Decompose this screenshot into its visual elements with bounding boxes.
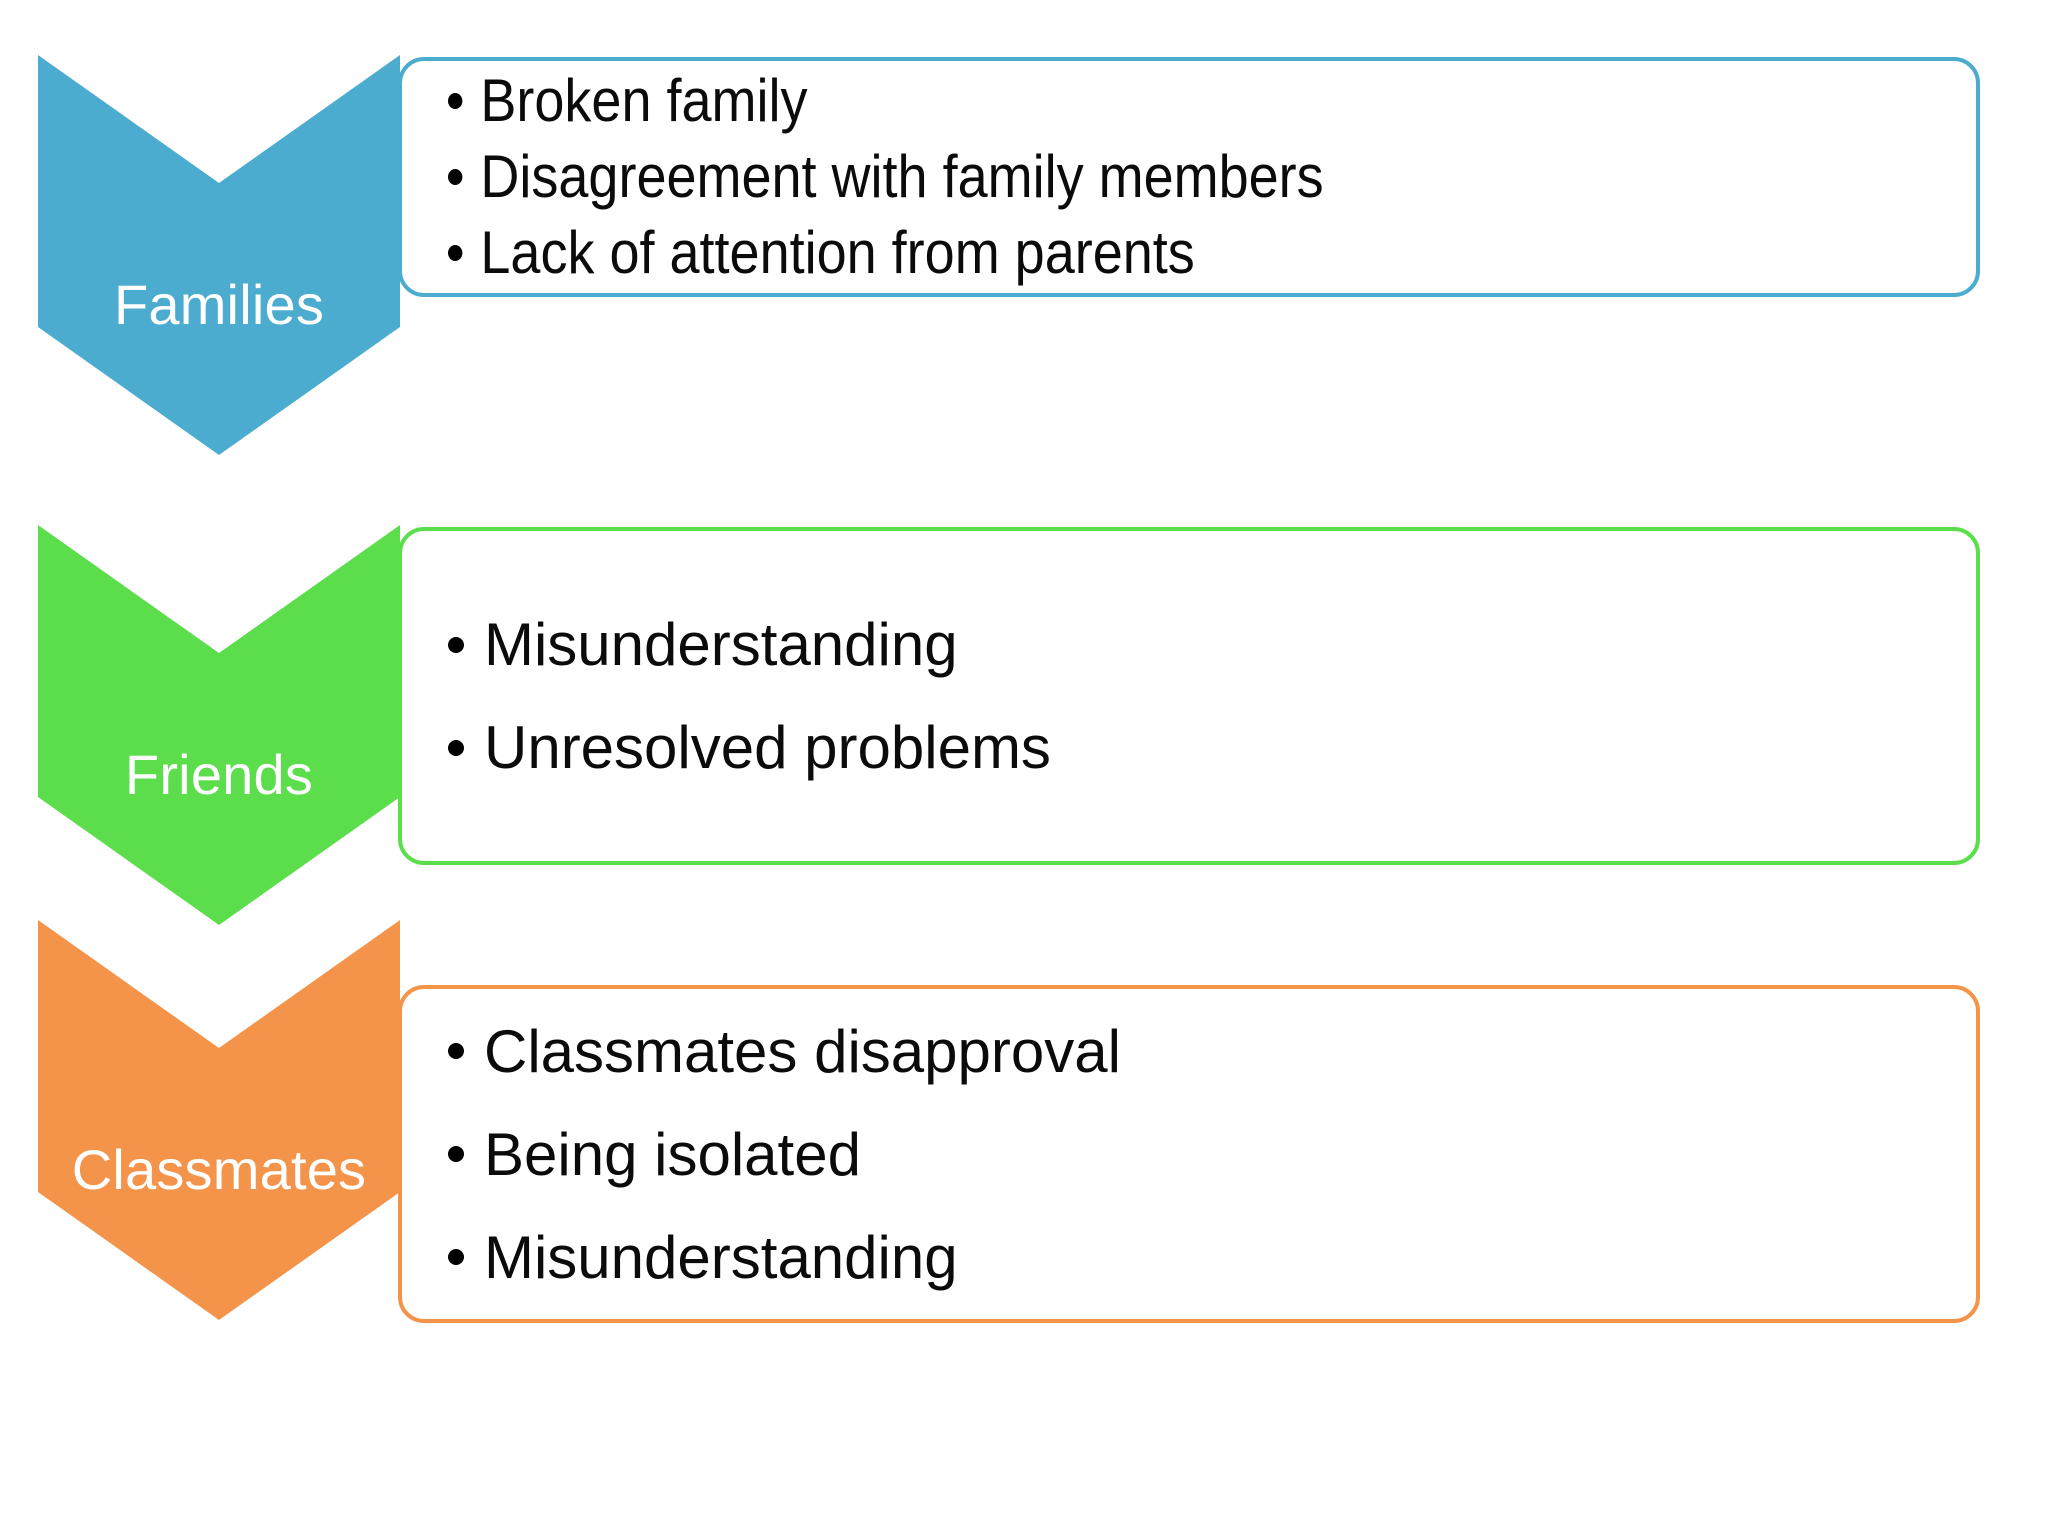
chevron-classmates[interactable]: Classmates — [38, 920, 400, 1320]
list-item-text: Lack of attention from parents — [480, 219, 1195, 286]
list-item-text: Misunderstanding — [484, 1223, 958, 1291]
list-item: Misunderstanding — [448, 593, 1976, 696]
list-item-text: Classmates disapproval — [484, 1017, 1121, 1085]
list-item: Unresolved problems — [448, 696, 1976, 799]
chevron-down-icon-classmates — [38, 920, 400, 1320]
callout-friends: Misunderstanding Unresolved problems — [398, 527, 1980, 865]
chevron-down-icon-friends — [38, 525, 400, 925]
list-item: Disagreement with family members — [448, 139, 1823, 215]
chevron-friends[interactable]: Friends — [38, 525, 400, 925]
list-item: Lack of attention from parents — [448, 215, 1823, 291]
list-item: Broken family — [448, 63, 1823, 139]
list-item-text: Broken family — [480, 67, 808, 134]
chevron-down-icon-families — [38, 55, 400, 455]
list-item-text: Misunderstanding — [484, 611, 958, 678]
list-item: Classmates disapproval — [448, 1000, 1976, 1103]
list-item-text: Disagreement with family members — [480, 143, 1324, 210]
callout-classmates: Classmates disapproval Being isolated Mi… — [398, 985, 1980, 1323]
list-item: Misunderstanding — [448, 1206, 1976, 1309]
bullet-list-classmates: Classmates disapproval Being isolated Mi… — [402, 1000, 1976, 1309]
list-item-text: Being isolated — [484, 1120, 861, 1188]
bullet-list-friends: Misunderstanding Unresolved problems — [402, 593, 1976, 799]
list-item: Being isolated — [448, 1103, 1976, 1206]
callout-families: Broken family Disagreement with family m… — [398, 57, 1980, 297]
chevron-families[interactable]: Families — [38, 55, 400, 455]
bullet-list-families: Broken family Disagreement with family m… — [402, 63, 1976, 291]
list-item-text: Unresolved problems — [484, 714, 1051, 781]
